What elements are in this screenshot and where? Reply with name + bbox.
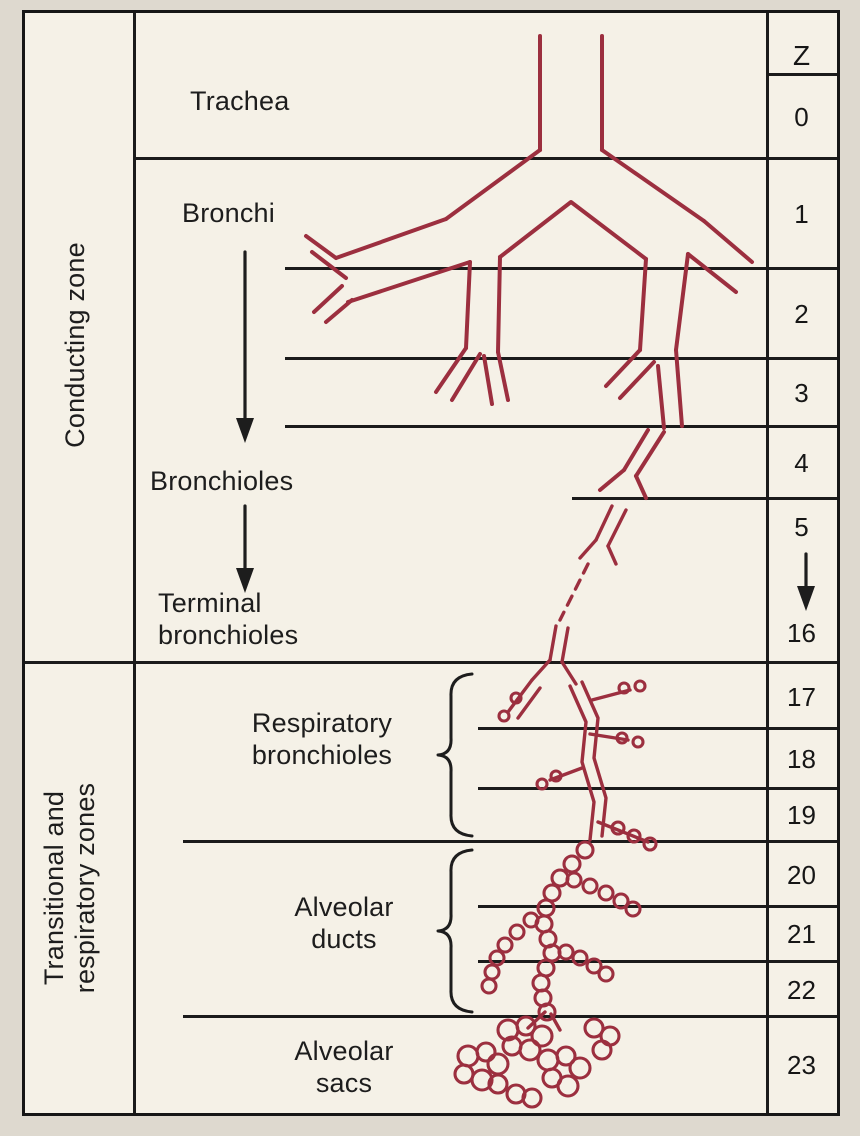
- figure-frame: [22, 10, 840, 1116]
- generation-5: 5: [794, 512, 809, 542]
- generation-20: 20: [787, 860, 816, 890]
- label-respiratory-bronchioles: Respiratory bronchioles: [251, 708, 393, 770]
- generation-21: 21: [787, 919, 816, 949]
- generation-2: 2: [794, 299, 809, 329]
- generation-4: 4: [794, 448, 809, 478]
- generation-17: 17: [787, 682, 816, 712]
- generation-column-header: Z: [792, 40, 811, 71]
- label-alveolar-ducts: Alveolar ducts: [294, 892, 394, 954]
- arrows-and-braces: [236, 250, 815, 1014]
- label-trachea: Trachea: [190, 86, 290, 116]
- label-alveolar-sacs: Alveolar sacs: [294, 1036, 394, 1098]
- alveoli-bubbles: [453, 679, 658, 1109]
- label-bronchioles: Bronchioles: [150, 466, 294, 496]
- generation-23: 23: [787, 1050, 816, 1080]
- label-terminal-bronchioles: Terminal bronchioles: [158, 588, 299, 650]
- label-bronchi: Bronchi: [182, 198, 275, 228]
- generation-3: 3: [794, 378, 809, 408]
- airway-tree: [304, 34, 754, 1032]
- zone-label-transitional: Transitional and respiratory zones: [38, 782, 100, 994]
- generation-1: 1: [794, 199, 809, 229]
- generation-22: 22: [787, 975, 816, 1005]
- generation-0: 0: [794, 102, 809, 132]
- generation-16: 16: [787, 618, 816, 648]
- zone-label-conducting: Conducting zone: [60, 242, 91, 448]
- generation-18: 18: [787, 744, 816, 774]
- generation-19: 19: [787, 800, 816, 830]
